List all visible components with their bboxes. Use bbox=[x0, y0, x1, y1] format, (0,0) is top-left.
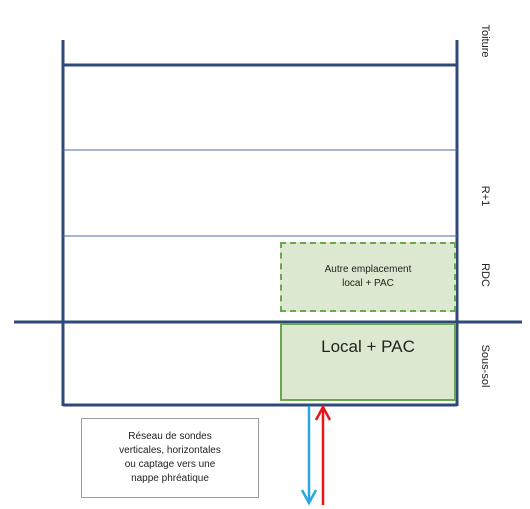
floor-label-rdc: RDC bbox=[479, 263, 491, 287]
arrow-up-red bbox=[314, 404, 332, 505]
alt-location-label: Autre emplacement local + PAC bbox=[324, 264, 412, 289]
alt-location-box: Autre emplacement local + PAC bbox=[280, 242, 456, 312]
floor-label-r1: R+1 bbox=[479, 185, 491, 207]
floor-label-basement: Sous-sol bbox=[479, 344, 491, 388]
floor-label-roof: Toiture bbox=[479, 24, 491, 58]
arrow-down-blue bbox=[300, 406, 318, 506]
main-room-box: Local + PAC bbox=[280, 323, 456, 401]
network-note-label: Réseau de sondes verticales, horizontale… bbox=[119, 431, 221, 484]
network-note-box: Réseau de sondes verticales, horizontale… bbox=[81, 418, 259, 498]
main-room-label: Local + PAC bbox=[321, 337, 415, 356]
